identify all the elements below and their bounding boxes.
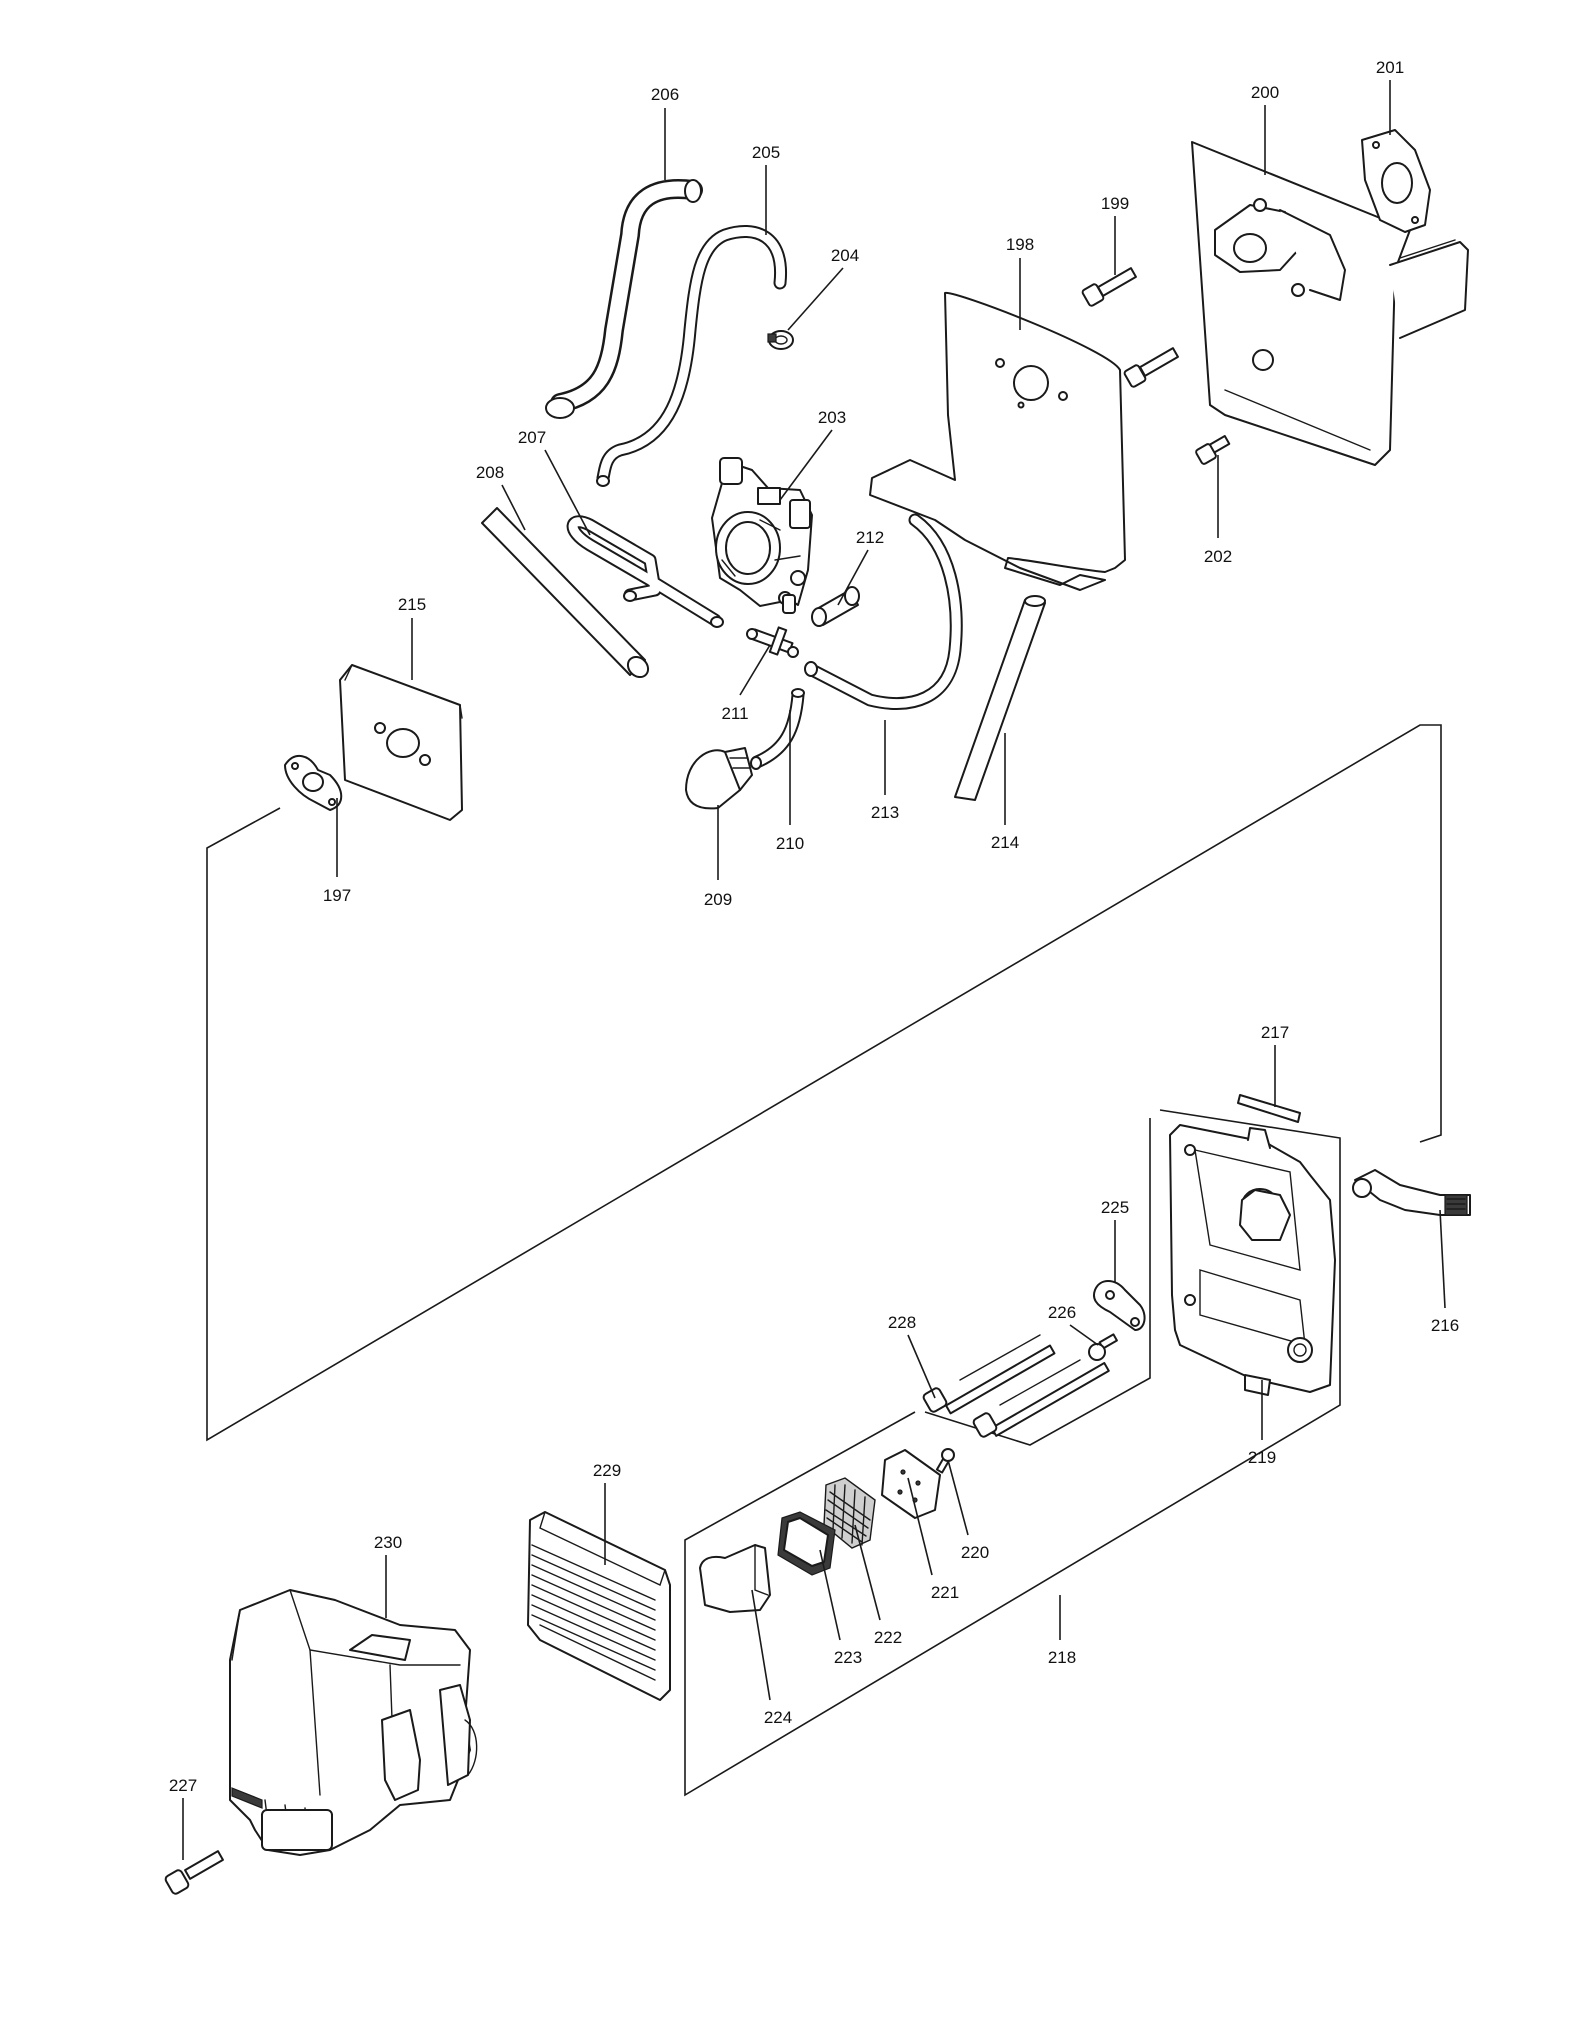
part-224-spacer: [699, 1544, 771, 1613]
part-205-hose: [596, 225, 788, 487]
part-201-gasket: [1361, 129, 1431, 233]
callout-200: 200: [1251, 83, 1279, 102]
callout-228: 228: [888, 1313, 916, 1332]
part-203-carburetor: [711, 457, 813, 614]
part-204-clip: [767, 330, 794, 350]
part-216-choke-lever: [1352, 1169, 1471, 1216]
callout-221: 221: [931, 1583, 959, 1602]
callout-213: 213: [871, 803, 899, 822]
part-202-screw: [1195, 435, 1231, 465]
part-214-hose: [954, 595, 1046, 801]
part-226-screw: [1088, 1333, 1118, 1361]
callout-201: 201: [1376, 58, 1404, 77]
part-197-gasket: [284, 755, 343, 811]
part-207-hose: [566, 515, 724, 628]
part-229-pleats: [531, 1544, 656, 1681]
callout-222: 222: [874, 1628, 902, 1647]
callout-numbers: 206 205 204 198 199 200 201 202 203 212 …: [169, 58, 1459, 1795]
part-199-bolts: [1081, 267, 1179, 388]
callout-199: 199: [1101, 194, 1129, 213]
callout-205: 205: [752, 143, 780, 162]
part-227-bolt: [164, 1850, 224, 1895]
part-225-choke-plate: [1092, 1280, 1146, 1331]
part-228-bolts: [922, 1334, 1110, 1438]
callout-206: 206: [651, 85, 679, 104]
part-210-hose: [750, 688, 805, 770]
callout-208: 208: [476, 463, 504, 482]
part-223-frame: [777, 1511, 836, 1576]
callout-223: 223: [834, 1648, 862, 1667]
callout-212: 212: [856, 528, 884, 547]
callout-224: 224: [764, 1708, 792, 1727]
callout-198: 198: [1006, 235, 1034, 254]
callout-218: 218: [1048, 1648, 1076, 1667]
part-218-filter-base: [1169, 1124, 1336, 1396]
part-198-heat-shield: [869, 291, 1126, 591]
part-220-screw: [935, 1448, 955, 1474]
callout-204: 204: [831, 246, 859, 265]
callout-219: 219: [1248, 1448, 1276, 1467]
callout-214: 214: [991, 833, 1019, 852]
part-221-plate: [881, 1449, 941, 1519]
callout-215: 215: [398, 595, 426, 614]
part-200-bracket: [1191, 141, 1469, 466]
callout-226: 226: [1048, 1303, 1076, 1322]
callout-220: 220: [961, 1543, 989, 1562]
callout-225: 225: [1101, 1198, 1129, 1217]
part-209-primer-bulb: [685, 747, 753, 810]
callout-217: 217: [1261, 1023, 1289, 1042]
part-217-strip: [1237, 1094, 1301, 1123]
callout-197: 197: [323, 886, 351, 905]
part-229-air-filter: [527, 1511, 671, 1701]
part-206-hose: [545, 179, 703, 419]
callout-202: 202: [1204, 547, 1232, 566]
callout-207: 207: [518, 428, 546, 447]
callout-211: 211: [721, 704, 748, 723]
callout-230: 230: [374, 1533, 402, 1552]
callout-209: 209: [704, 890, 732, 909]
part-215-insulator: [339, 664, 463, 821]
part-213-hose: [804, 513, 963, 710]
part-211-fitting: [746, 626, 799, 658]
callout-203: 203: [818, 408, 846, 427]
callout-216: 216: [1431, 1316, 1459, 1335]
part-208-hose: [481, 507, 650, 679]
callout-210: 210: [776, 834, 804, 853]
callout-229: 229: [593, 1461, 621, 1480]
part-230-cover: [229, 1589, 478, 1856]
callout-227: 227: [169, 1776, 197, 1795]
part-212-hose: [811, 586, 860, 627]
leader-lines: [182, 80, 1446, 1860]
